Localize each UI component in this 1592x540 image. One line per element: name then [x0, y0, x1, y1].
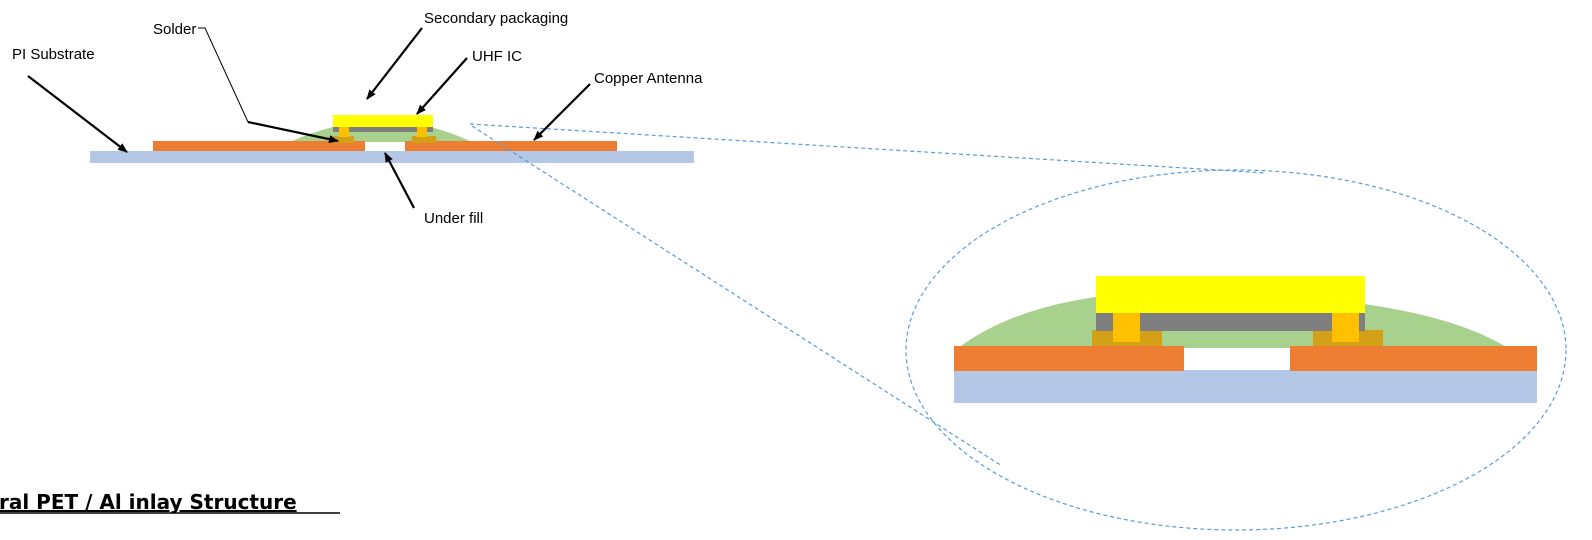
arrow-pi-substrate [27, 75, 128, 153]
zoom-guide-lower [471, 125, 1003, 467]
label-solder: Solder [153, 21, 196, 38]
small-secondary-packaging [333, 115, 433, 127]
zoom-secondary-packaging [1096, 276, 1365, 313]
solder-leader-line [198, 27, 249, 123]
small-solder-pad-right [412, 136, 436, 143]
arrow-uhf-ic [416, 57, 468, 115]
small-uhf-ic [333, 126, 433, 132]
label-copper-antenna: Copper Antenna [594, 70, 703, 87]
zoom-pi-substrate [954, 370, 1537, 403]
arrow-under-fill [384, 152, 415, 209]
small-solder-bump-right [417, 126, 427, 137]
small-pi-substrate [90, 151, 694, 163]
small-solder-bump-left [339, 126, 349, 137]
small-copper-left [153, 141, 365, 151]
zoom-cross-section [954, 276, 1537, 403]
small-solder-pad-left [330, 136, 354, 143]
label-under-fill: Under fill [424, 210, 483, 227]
arrow-copper-antenna [533, 83, 591, 141]
callout-arrows [27, 27, 591, 209]
small-copper-right [405, 141, 617, 151]
zoom-ellipse [905, 169, 1567, 531]
label-uhf-ic: UHF IC [472, 48, 522, 65]
arrow-secondary-packaging [366, 27, 423, 100]
zoom-copper-left [954, 346, 1184, 371]
structure-caption: ral PET / Al inlay Structure [0, 490, 297, 514]
small-cross-section [90, 115, 694, 163]
label-pi-substrate: PI Substrate [12, 46, 95, 63]
label-secondary-packaging: Secondary packaging [424, 10, 568, 27]
zoom-copper-right [1290, 346, 1537, 371]
arrow-solder [247, 120, 339, 144]
zoom-uhf-ic [1096, 312, 1365, 331]
zoom-callout [469, 123, 1567, 531]
